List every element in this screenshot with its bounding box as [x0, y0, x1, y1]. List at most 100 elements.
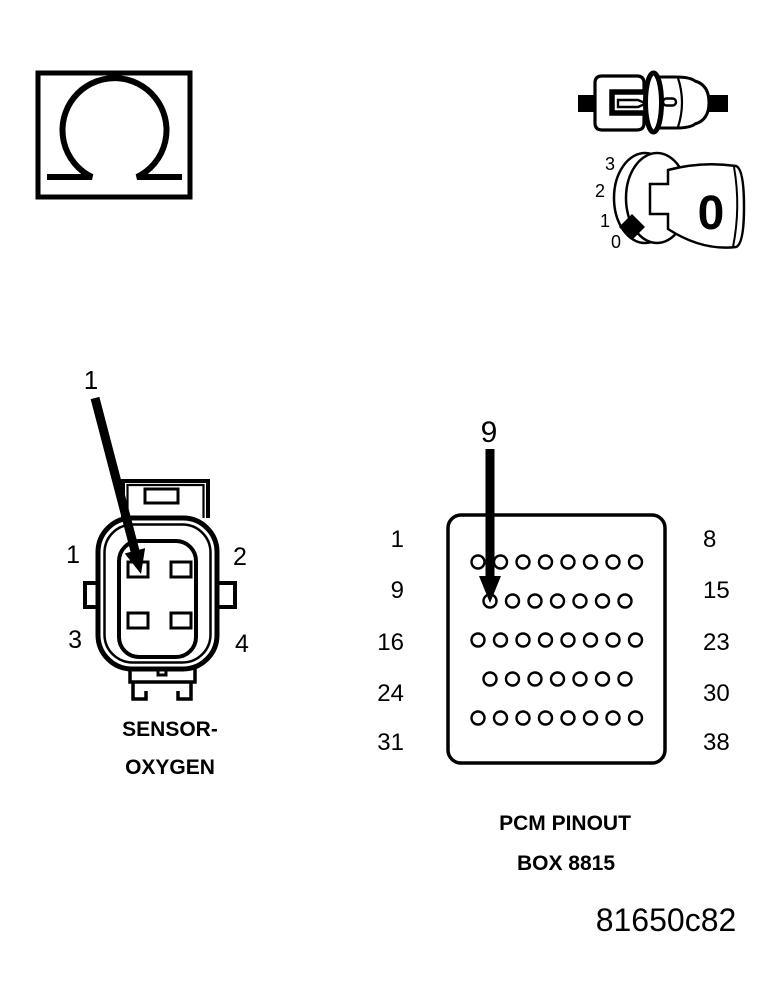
pcm-pin-hole	[572, 671, 588, 687]
pcm-pin-hole	[470, 554, 486, 570]
dial-scale-1: 1	[600, 211, 610, 231]
callout-1-arrow-head	[124, 548, 146, 574]
dial-reading: 0	[698, 187, 725, 240]
pcm-pin-hole	[515, 710, 531, 726]
pcm-row-label-1: 1	[391, 526, 404, 553]
oxygen-pin-label-3: 3	[68, 626, 82, 654]
connector-left-wing	[83, 581, 98, 609]
connector-bottom-bar	[128, 668, 197, 684]
connector-seal-ring	[643, 70, 664, 135]
connector-left-hook	[131, 682, 148, 701]
dial-key-edge	[732, 166, 739, 248]
dial-pointer-diamond	[619, 214, 645, 240]
connector-seal-line	[103, 523, 212, 664]
pcm-pin-hole	[492, 632, 509, 648]
pcm-pin-hole	[582, 554, 599, 570]
pcm-pin-hole	[537, 710, 554, 726]
dial-scale-0: 0	[611, 232, 621, 252]
male-terminal-blade	[616, 98, 649, 109]
pcm-caption-line1: PCM PINOUT	[499, 812, 631, 835]
female-connector-edge	[676, 77, 684, 128]
omega-icon	[47, 75, 182, 180]
figure-id: 81650c82	[596, 902, 737, 938]
pcm-row-label-38: 38	[703, 729, 730, 756]
pin-3	[126, 611, 150, 630]
pcm-row-label-23: 23	[703, 629, 730, 656]
pcm-pin-hole	[537, 554, 554, 570]
connector-top-notch	[143, 487, 180, 505]
pcm-pin-hole	[527, 671, 543, 687]
pcm-pin-hole	[582, 710, 599, 726]
callout-9: 9	[479, 416, 501, 603]
pcm-pin-hole	[627, 710, 644, 726]
pcm-pin-hole	[515, 554, 531, 570]
connector-top-tab-inner	[126, 483, 205, 518]
pcm-pin-hole	[527, 593, 543, 609]
pcm-pin-hole	[627, 632, 644, 648]
pcm-box-outline	[446, 513, 667, 765]
connector-bottom-notch	[156, 668, 168, 677]
pcm-pin-hole	[627, 554, 644, 570]
male-terminal-shell	[609, 89, 644, 116]
callout-9-arrow-head	[479, 576, 501, 603]
oxygen-pin-label-1: 1	[66, 541, 80, 569]
oxygen-caption-line2: OXYGEN	[125, 756, 215, 779]
oxygen-pin-label-2: 2	[233, 543, 247, 571]
pcm-row-label-16: 16	[377, 629, 404, 656]
pcm-pin-hole	[594, 671, 611, 687]
pcm-row-label-8: 8	[703, 526, 716, 553]
ohmmeter-symbol	[35, 70, 193, 200]
pcm-pin-hole	[605, 710, 621, 726]
pcm-pin-hole	[605, 632, 621, 648]
pcm-pin-hole	[470, 632, 486, 648]
connector-right-hook	[176, 682, 193, 701]
oxygen-pin-label-4: 4	[235, 630, 249, 658]
dial-scale-2: 2	[595, 181, 605, 201]
callout-1: 1	[84, 365, 146, 574]
pcm-pin-hole	[504, 593, 521, 609]
pcm-pin-hole	[560, 710, 576, 726]
connectors-disconnected-icon	[578, 70, 728, 135]
connector-cavity	[117, 539, 198, 659]
pcm-pin-hole	[617, 671, 633, 687]
meter-dial-icon: 3 2 1 0 0	[595, 151, 746, 252]
pcm-pin-hole	[594, 593, 611, 609]
pcm-pin-hole	[515, 632, 531, 648]
left-wire	[578, 95, 597, 112]
right-wire	[709, 95, 728, 112]
pcm-pin-hole	[605, 554, 621, 570]
pcm-pin-hole	[582, 632, 599, 648]
pcm-pin-hole	[549, 593, 566, 609]
pin-4	[169, 611, 193, 630]
ohmmeter-box	[35, 70, 193, 200]
pcm-row-label-9: 9	[391, 577, 404, 604]
oxygen-caption-line1: SENSOR-	[122, 718, 218, 741]
pcm-pin-hole	[504, 671, 521, 687]
pcm-caption-line2: BOX 8815	[517, 852, 615, 875]
pcm-pin-grid	[470, 554, 644, 726]
pcm-pin-hole	[549, 671, 566, 687]
pcm-pin-hole	[560, 632, 576, 648]
pcm-row-label-24: 24	[377, 680, 404, 707]
pcm-row-label-30: 30	[703, 680, 730, 707]
pcm-pin-hole	[482, 671, 498, 687]
pcm-pin-hole	[617, 593, 633, 609]
oxygen-connector: 1 2 3 4 SENSOR- OXYGEN	[66, 479, 249, 779]
dial-key-tab	[648, 162, 746, 249]
pin-2	[169, 560, 193, 579]
pcm-row-label-31: 31	[377, 729, 404, 756]
pcm-pin-hole	[572, 593, 588, 609]
callout-1-label: 1	[84, 365, 98, 395]
pcm-pinout-box: 1 9 16 24 31 8 15 23 30 38 PCM PINOUT BO…	[377, 513, 730, 875]
pcm-pin-hole	[537, 632, 554, 648]
callout-9-label: 9	[481, 416, 498, 449]
pcm-pin-hole	[492, 710, 509, 726]
connector-right-wing	[217, 581, 237, 609]
pcm-pin-hole	[492, 554, 509, 570]
pcm-row-label-15: 15	[703, 577, 730, 604]
dial-scale-3: 3	[605, 154, 615, 174]
female-terminal-slot	[661, 97, 678, 107]
pcm-pin-hole	[560, 554, 576, 570]
